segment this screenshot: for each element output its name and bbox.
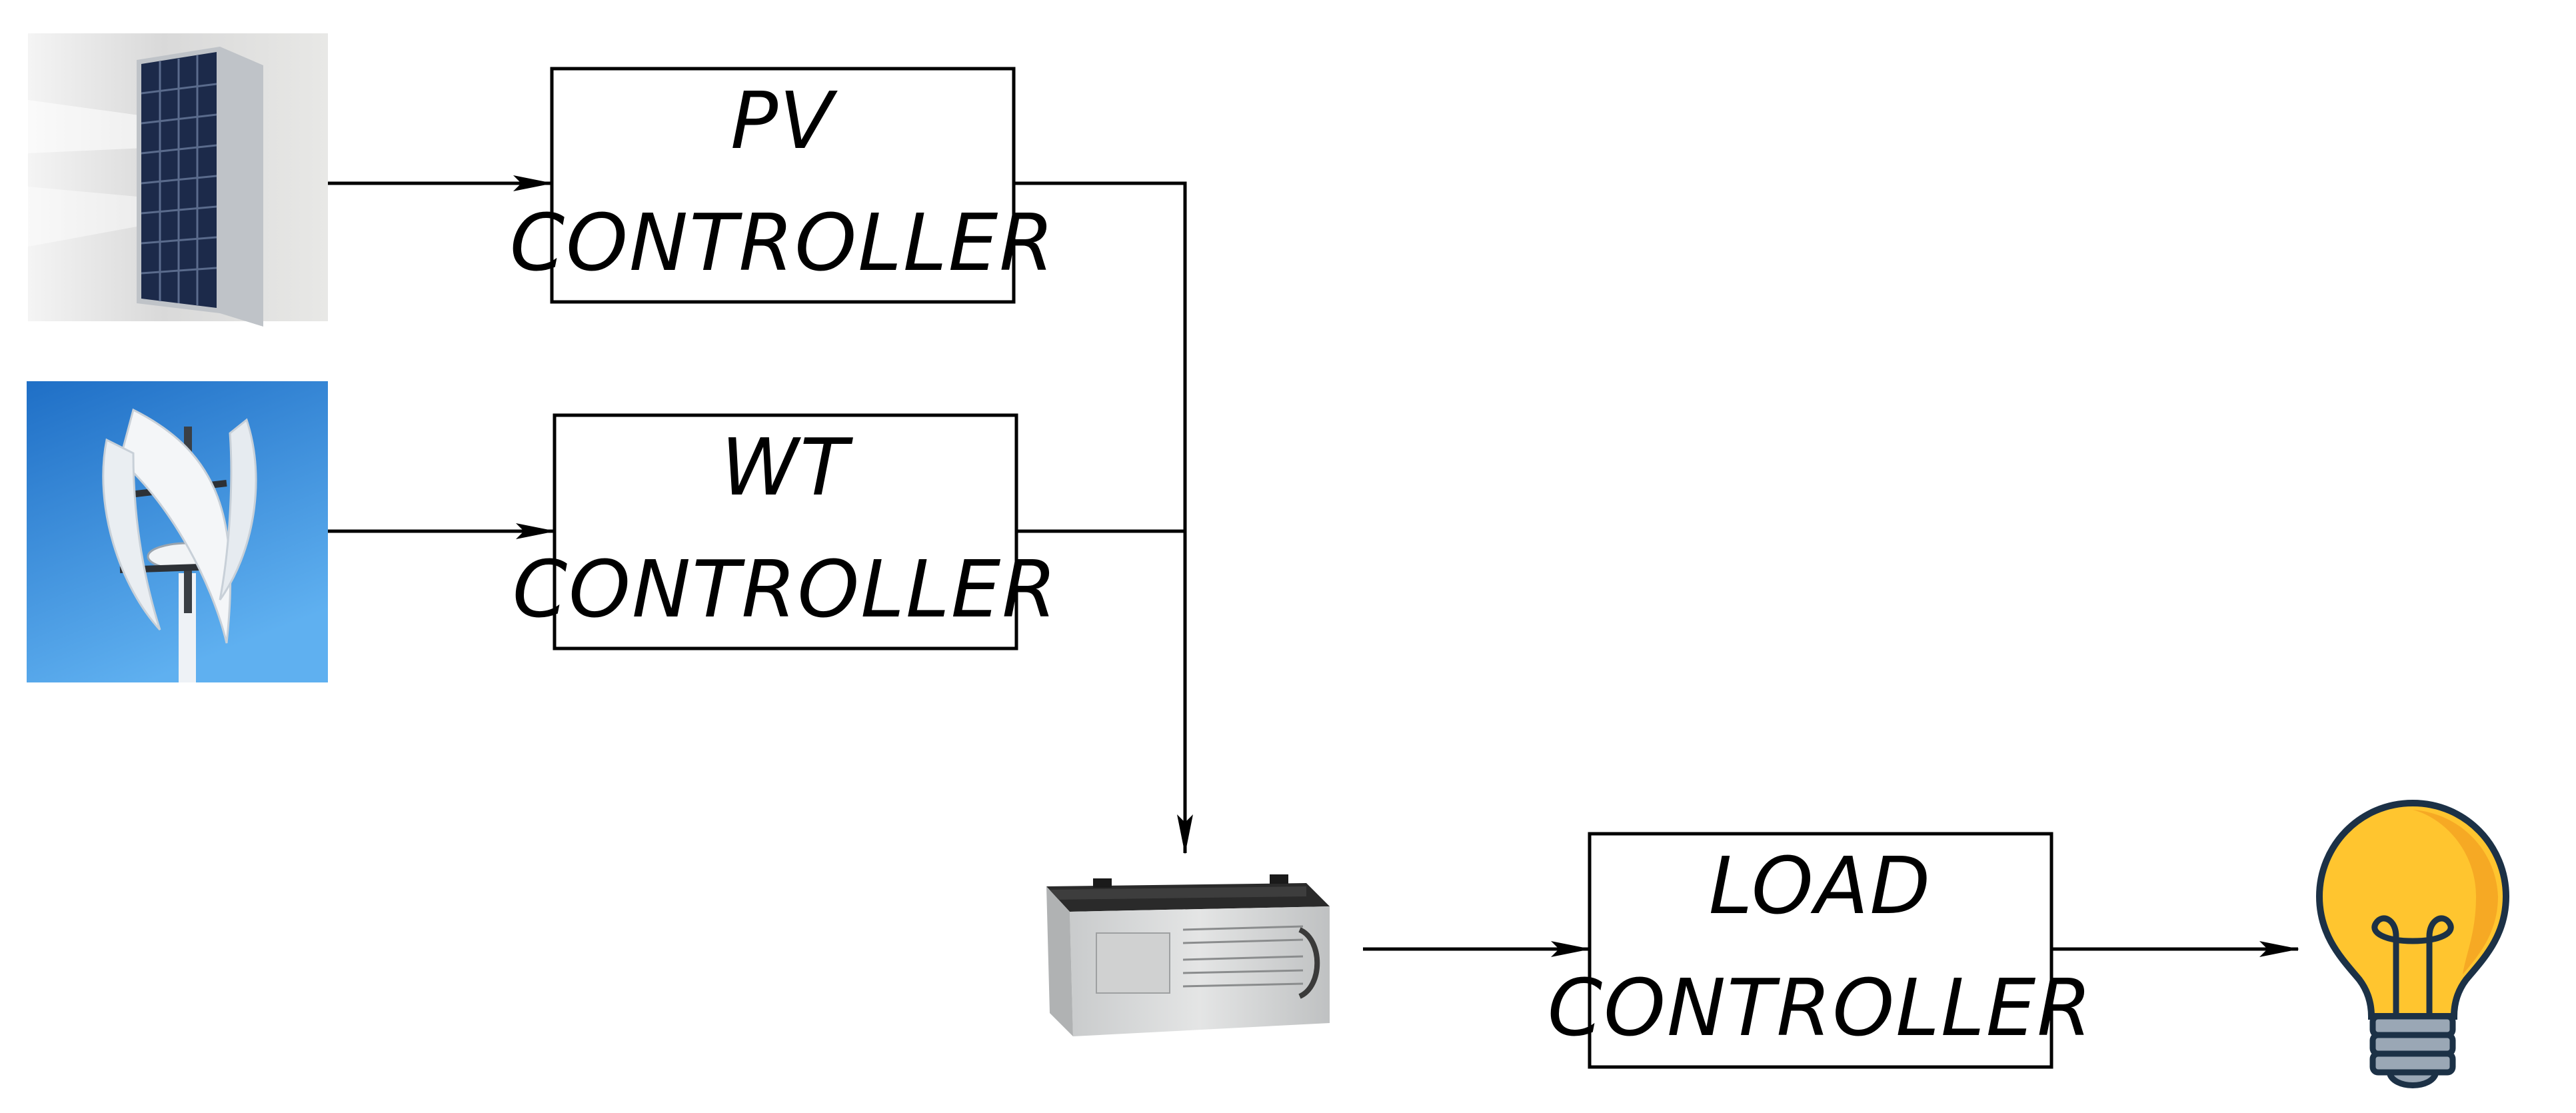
wt-controller-box: WT CONTROLLER bbox=[513, 413, 1058, 650]
load-controller-label-line2: CONTROLLER bbox=[1548, 962, 2093, 1054]
pv-controller-box: PV CONTROLLER bbox=[510, 67, 1056, 304]
line-pv-controller-to-bus bbox=[1014, 181, 1187, 531]
pv-controller-label-line1: PV bbox=[730, 75, 838, 167]
connectors bbox=[328, 175, 2299, 957]
light-bulb-icon bbox=[2315, 799, 2510, 1088]
pv-controller-label-line2: CONTROLLER bbox=[510, 197, 1056, 289]
battery-icon bbox=[1046, 874, 1330, 1036]
load-controller-box: LOAD CONTROLLER bbox=[1548, 832, 2093, 1069]
wt-controller-label-line2: CONTROLLER bbox=[513, 543, 1058, 635]
load-controller-label-line1: LOAD bbox=[1709, 840, 1932, 932]
wind-turbine-icon bbox=[27, 381, 328, 682]
wt-controller-label-line1: WT bbox=[721, 421, 854, 513]
solar-panel-icon bbox=[28, 33, 328, 327]
